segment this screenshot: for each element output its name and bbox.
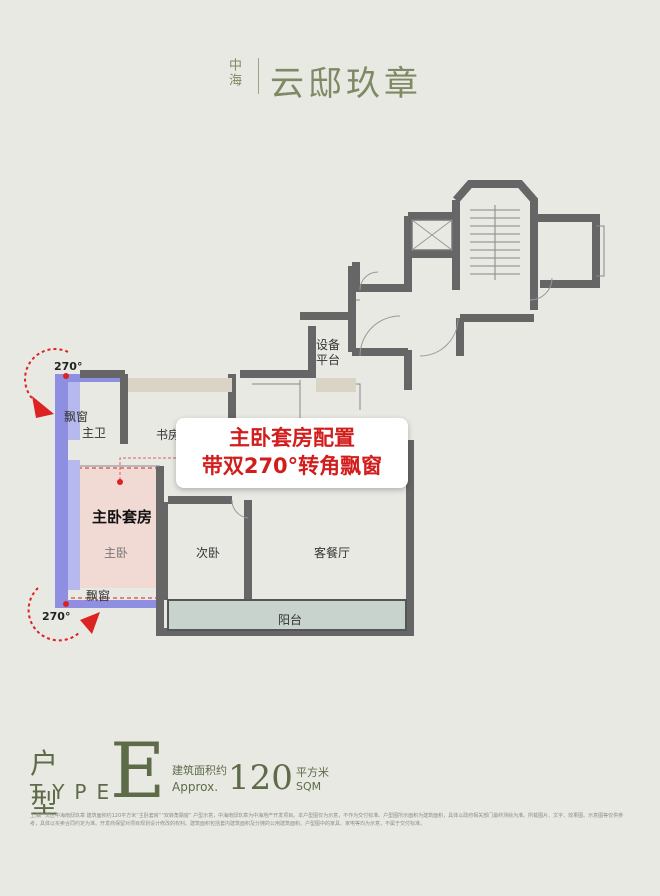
bottom-rotation-arc	[27, 587, 81, 642]
walls	[80, 180, 600, 636]
callout-line-2: 带双270°转角飘窗	[201, 454, 383, 478]
label-master-bath: 主卫	[82, 426, 107, 440]
callout-dot	[117, 479, 123, 485]
brand-small-text: 中海	[226, 58, 241, 88]
unit-type-letter: E	[110, 726, 166, 815]
balcony-area	[167, 599, 407, 631]
area-label-en: Approx.	[172, 780, 219, 794]
top-rotation-arc	[24, 348, 69, 407]
label-study: 书房	[156, 428, 181, 442]
study-strip	[128, 378, 232, 392]
bottom-corner-dot	[63, 601, 69, 607]
angle-bottom: 270°	[42, 610, 71, 623]
label-second-bedroom: 次卧	[196, 546, 221, 560]
area-label-cn: 建筑面积约	[172, 764, 227, 777]
callout-box: 主卧套房配置 带双270°转角飘窗	[176, 418, 408, 488]
label-master-bedroom: 主卧	[104, 546, 129, 560]
callout-line-1: 主卧套房配置	[229, 426, 355, 450]
top-rotation-arrowhead	[32, 396, 54, 418]
area-unit-en: SQM	[296, 780, 322, 793]
bay-window-top-inner	[68, 382, 80, 440]
disclaimer-text: 上海广文区中海南邸玖章 建筑面积约120平方米“主卧套房”“双转角飘窗” 户型示…	[30, 813, 624, 827]
top-corner-dot	[63, 373, 69, 379]
brand-divider	[258, 58, 259, 94]
label-platform: 平台	[316, 353, 341, 367]
angle-top: 270°	[54, 360, 83, 373]
stairs	[470, 205, 520, 280]
bay-window-frame	[55, 374, 160, 608]
brand-name: 云邸玖章	[270, 64, 422, 104]
door-arcs	[231, 271, 553, 519]
unit-type-label-cn: 户 型	[30, 747, 65, 820]
label-living-dining: 客餐厅	[314, 546, 351, 560]
label-balcony: 阳台	[278, 613, 303, 627]
master-suite-area	[78, 468, 160, 588]
bottom-rotation-arrowhead	[80, 612, 100, 634]
unit-type-label-en: TYPE	[30, 780, 120, 804]
label-master-suite: 主卧套房	[92, 508, 153, 526]
elevator-cross-2	[411, 219, 453, 251]
brand-header: 中海 云邸玖章	[0, 50, 660, 110]
area-unit-cn: 平方米	[296, 766, 329, 779]
label-bay-window-top: 飘窗	[64, 410, 89, 424]
label-bay-window-bottom: 飘窗	[86, 589, 111, 603]
callout-pointer	[119, 457, 176, 480]
area-value: 120	[228, 758, 293, 798]
bay-window-bottom-inner	[68, 460, 80, 590]
elevator	[411, 219, 453, 251]
label-equipment: 设备	[316, 338, 341, 352]
hall-strip	[316, 378, 356, 392]
